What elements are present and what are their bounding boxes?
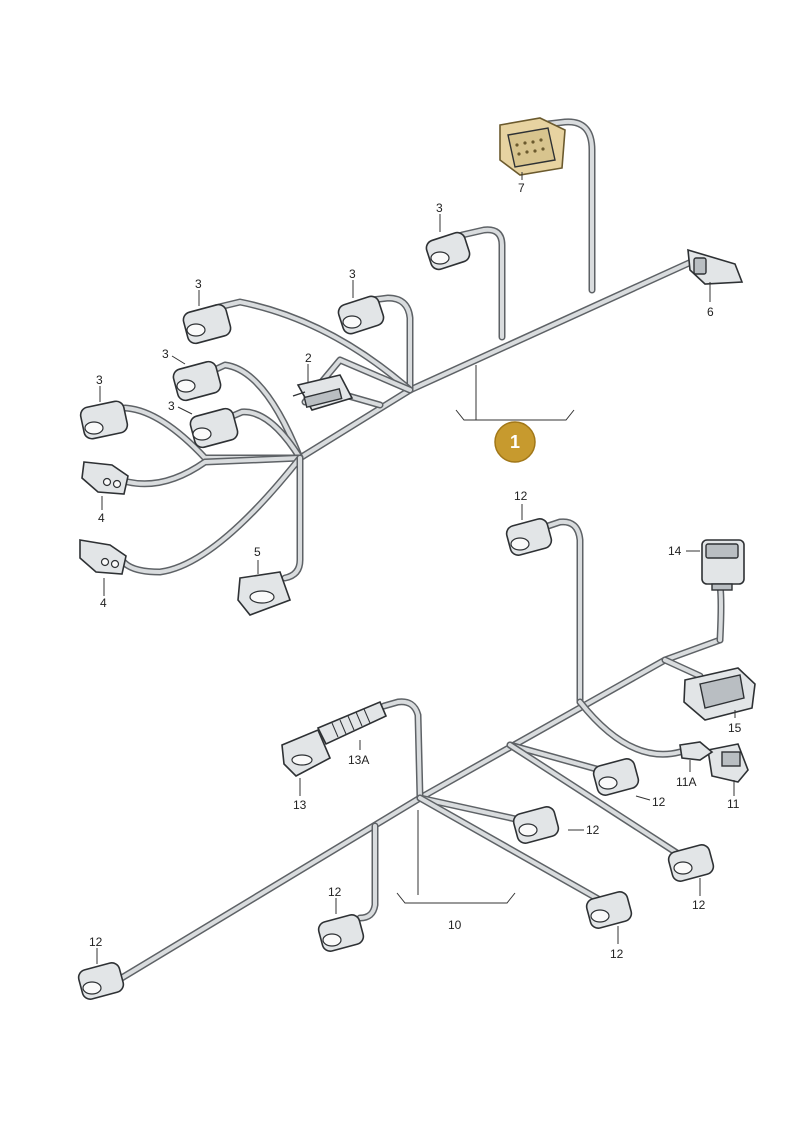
connector-11[interactable]	[707, 743, 749, 783]
connector-5[interactable]	[237, 571, 292, 616]
lower-leaders	[96, 504, 736, 964]
connector-13A[interactable]	[316, 700, 388, 746]
label-13: 13	[293, 798, 307, 812]
connector-11A[interactable]	[679, 741, 714, 761]
connector-12-center[interactable]	[512, 805, 560, 845]
lower-harness-wires	[106, 518, 725, 989]
label-3-far-left: 3	[96, 373, 103, 387]
label-12-bottom-mid: 12	[328, 885, 342, 899]
label-4-upper: 4	[98, 511, 105, 525]
callout-1[interactable]: 1	[494, 421, 536, 463]
connector-2[interactable]	[292, 374, 354, 411]
upper-harness-wires	[118, 118, 704, 582]
connector-13[interactable]	[281, 728, 332, 777]
label-15: 15	[728, 721, 742, 735]
label-13A: 13A	[348, 753, 369, 767]
connector-12-top[interactable]	[505, 517, 553, 557]
connector-12-right-lower[interactable]	[667, 843, 715, 883]
label-5: 5	[254, 545, 261, 559]
label-12-top: 12	[514, 489, 528, 503]
connector-12-bottom-right[interactable]	[585, 890, 633, 930]
label-14: 14	[668, 544, 682, 558]
label-12-far-left: 12	[89, 935, 103, 949]
label-3-left-mid: 3	[162, 347, 169, 361]
label-10: 10	[448, 918, 462, 932]
connector-4-lower[interactable]	[79, 539, 127, 575]
upper-labels: 7 3 3 3 3 3 3 2 6 4 4 5	[96, 181, 714, 610]
label-12-right-upper: 12	[652, 795, 666, 809]
label-2: 2	[305, 351, 312, 365]
label-3-left-low: 3	[168, 399, 175, 413]
label-11A: 11A	[676, 775, 696, 789]
connector-15[interactable]	[683, 667, 756, 721]
label-12-bottom-right: 12	[610, 947, 624, 961]
connector-12-right-upper[interactable]	[592, 757, 640, 797]
connector-3-left-low[interactable]	[189, 407, 240, 449]
label-3-middle: 3	[349, 267, 356, 281]
label-3-upper: 3	[436, 201, 443, 215]
lower-labels: 12 14 15 13A 13 11A 11 12 12 12 12 12 12…	[89, 489, 742, 961]
connector-6[interactable]	[687, 248, 744, 285]
connector-14[interactable]	[701, 539, 745, 591]
connector-3-middle[interactable]	[336, 294, 385, 336]
label-11: 11	[727, 797, 740, 811]
connector-3-far-left[interactable]	[79, 400, 129, 440]
upper-leaders	[99, 172, 711, 596]
connector-7[interactable]	[499, 117, 566, 176]
label-3-left-top: 3	[195, 277, 202, 291]
connector-3-left-mid[interactable]	[172, 360, 223, 402]
callout-1-bracket	[455, 365, 575, 421]
connector-3-left-top[interactable]	[182, 303, 233, 345]
connector-12-far-left[interactable]	[77, 961, 125, 1001]
connector-4-upper[interactable]	[81, 461, 129, 495]
label-12-right-lower: 12	[692, 898, 706, 912]
label-4-lower: 4	[100, 596, 107, 610]
connector-12-bottom-mid[interactable]	[317, 913, 365, 953]
label-6: 6	[707, 305, 714, 319]
callout-1-number: 1	[510, 432, 520, 452]
connector-3-upper[interactable]	[424, 231, 471, 272]
label-7: 7	[518, 181, 525, 195]
label-12-center: 12	[586, 823, 600, 837]
